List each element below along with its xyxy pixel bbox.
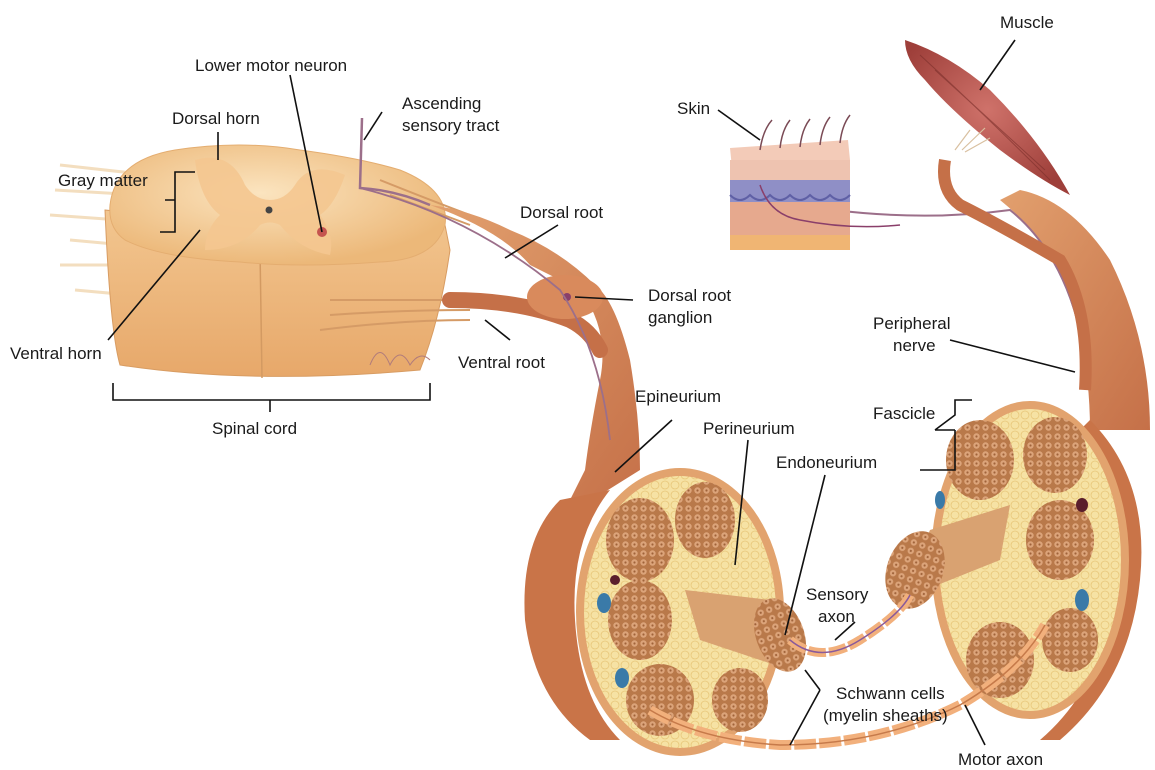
label-sensory-line1: Sensory xyxy=(806,584,868,605)
label-ascending-line1: Ascending xyxy=(402,93,481,114)
label-peripheral-line2: nerve xyxy=(893,335,936,356)
muscle-belly xyxy=(905,40,1070,195)
label-fascicle: Fascicle xyxy=(873,403,935,424)
label-drg-line1: Dorsal root xyxy=(648,285,731,306)
label-endoneurium: Endoneurium xyxy=(776,452,877,473)
leader-peripheral xyxy=(950,340,1075,372)
label-spinal-cord: Spinal cord xyxy=(212,418,297,439)
label-lower-motor-neuron: Lower motor neuron xyxy=(195,55,347,76)
label-dorsal-horn: Dorsal horn xyxy=(172,108,260,129)
label-sensory-line2: axon xyxy=(818,606,855,627)
label-perineurium: Perineurium xyxy=(703,418,795,439)
skin-block xyxy=(730,115,900,250)
label-ventral-horn: Ventral horn xyxy=(10,343,102,364)
leader-skin xyxy=(718,110,760,140)
leader-ventral-root xyxy=(485,320,510,340)
label-skin: Skin xyxy=(677,98,710,119)
label-ascending-line2: sensory tract xyxy=(402,115,499,136)
bracket-spinal-cord xyxy=(113,383,430,412)
label-gray-matter: Gray matter xyxy=(58,170,148,191)
label-epineurium: Epineurium xyxy=(635,386,721,407)
label-motor-axon: Motor axon xyxy=(958,749,1043,770)
label-peripheral-line1: Peripheral xyxy=(873,313,951,334)
leader-schwann xyxy=(790,670,820,745)
label-schwann-line2: (myelin sheaths) xyxy=(823,705,948,726)
spinal-cord-section xyxy=(50,118,470,378)
label-dorsal-root: Dorsal root xyxy=(520,202,603,223)
label-drg-line2: ganglion xyxy=(648,307,712,328)
label-muscle: Muscle xyxy=(1000,12,1054,33)
label-ventral-root: Ventral root xyxy=(458,352,545,373)
leader-ascending xyxy=(364,112,382,140)
leader-motor-axon xyxy=(965,705,985,745)
leader-muscle xyxy=(980,40,1015,90)
label-schwann-line1: Schwann cells xyxy=(836,683,945,704)
nerve-cross-section-left xyxy=(524,472,815,752)
